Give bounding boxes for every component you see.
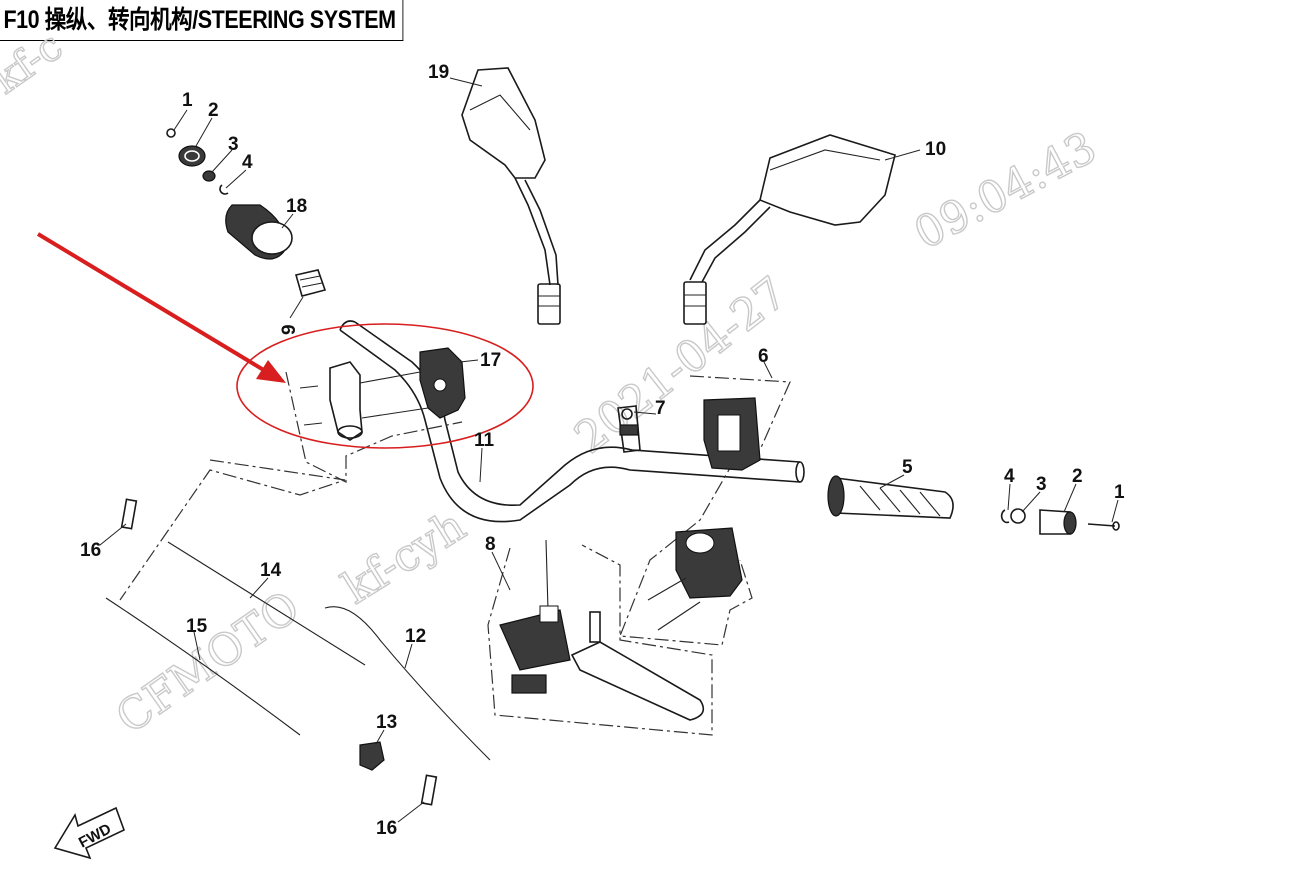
right-switch-group: [619, 375, 791, 646]
part-7-bracket: [617, 405, 641, 453]
right-grip: [827, 475, 954, 519]
callout-16-left: 16: [80, 540, 101, 561]
mirror-right: [683, 134, 896, 325]
mirror-left: [461, 67, 561, 325]
page-title: F10 操纵、转向机构/STEERING SYSTEM: [0, 0, 404, 41]
callout-5: 5: [902, 457, 913, 478]
left-bar-end-parts: [166, 128, 327, 297]
callout-2-right: 2: [1072, 466, 1083, 487]
callout-14: 14: [260, 560, 282, 581]
cables: [105, 459, 491, 761]
watermark-user: kf-cyh: [334, 500, 475, 614]
callout-4-left: 4: [242, 152, 253, 173]
leader-lines: [99, 77, 1119, 823]
callout-4-right: 4: [1004, 466, 1015, 487]
watermark-corner: kf-c: [0, 23, 71, 103]
highlight-annotation: [36, 232, 534, 449]
fwd-arrow: FWD: [53, 806, 126, 860]
callout-18: 18: [286, 196, 307, 217]
callout-15: 15: [186, 616, 208, 637]
right-bar-end-parts: [1000, 508, 1120, 535]
callout-2-left: 2: [208, 100, 219, 121]
callout-19: 19: [428, 62, 449, 83]
callout-17: 17: [480, 350, 501, 371]
callout-13: 13: [376, 712, 397, 733]
left-switch-housing: [285, 347, 466, 483]
callout-16-bottom: 16: [376, 818, 397, 839]
callout-9: 9: [279, 324, 300, 335]
callout-1-right: 1: [1114, 482, 1125, 503]
callout-10: 10: [925, 139, 946, 160]
lever-assembly: [487, 539, 713, 736]
callout-7: 7: [655, 398, 666, 419]
callout-11: 11: [474, 430, 495, 451]
callout-12: 12: [405, 626, 426, 647]
callout-1-left: 1: [182, 90, 193, 111]
callout-6: 6: [758, 346, 769, 367]
callout-labels: 19 10 1 2 3 4 18 9 17 6 7 11 5 4 3 2 1 1…: [80, 62, 1125, 839]
callout-8: 8: [485, 534, 496, 555]
callout-3-right: 3: [1036, 474, 1047, 495]
callout-3-left: 3: [228, 134, 239, 155]
